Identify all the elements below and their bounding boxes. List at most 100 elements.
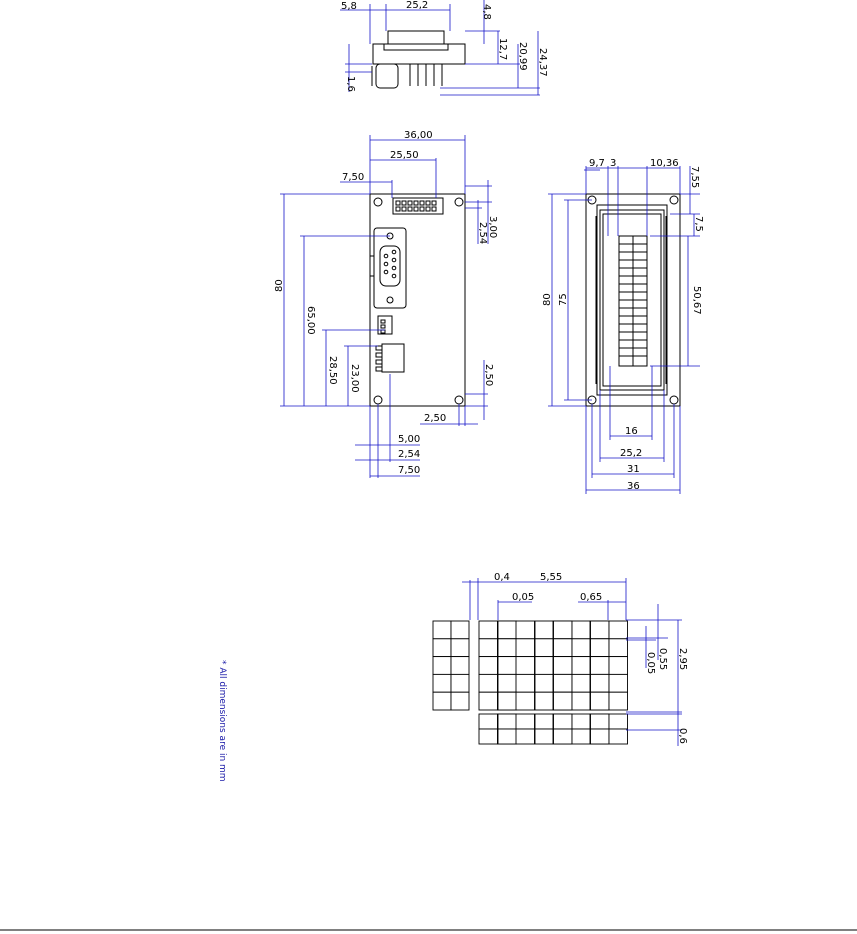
board-dim-label: 2,54 — [477, 222, 488, 244]
char-cell — [450, 656, 470, 675]
lcd-dim-label: 9,7 — [589, 158, 605, 169]
char-cell — [553, 673, 573, 693]
char-cell — [478, 638, 498, 658]
char-cell — [497, 713, 517, 730]
board-dim-label: 3,00 — [487, 216, 498, 238]
lcd-glass — [599, 209, 665, 391]
board-dim-label: 2,50 — [483, 364, 494, 386]
mount-hole — [454, 197, 464, 207]
char-dim-label: 0,05 — [512, 592, 534, 603]
char-cell — [534, 713, 554, 730]
char-cell — [534, 638, 554, 658]
side-dim-label: 25,2 — [406, 0, 428, 11]
side-dim-label: 4,8 — [481, 4, 492, 20]
char-cell — [432, 656, 452, 675]
char-cell — [450, 638, 470, 658]
board-dim-label: 28,50 — [327, 356, 338, 385]
char-cell — [571, 713, 591, 730]
lcd-view: 9,7 3 10,36 7,55 7,5 80 75 50,67 16 25,2… — [542, 158, 704, 494]
char-cell — [571, 673, 591, 693]
char-cell — [590, 713, 610, 730]
char-cell — [608, 691, 628, 711]
lcd-dim-label: 10,36 — [650, 158, 679, 169]
units-note: * All dimensions are in mm — [217, 660, 227, 782]
lcd-dim-label: 3 — [610, 158, 616, 169]
header-pins — [395, 200, 437, 212]
char-cell — [571, 728, 591, 745]
board-outline — [369, 193, 466, 407]
board-dim-label: 5,00 — [398, 434, 420, 445]
char-cell — [553, 638, 573, 658]
char-dim-label: 0,05 — [645, 652, 656, 674]
dsub-connector — [373, 227, 407, 309]
board-dim-label: 25,50 — [390, 150, 419, 161]
char-cell — [497, 656, 517, 675]
lcd-dim-label: 31 — [627, 464, 640, 475]
char-cell — [590, 728, 610, 745]
power-connector — [381, 343, 405, 373]
lcd-viewing-area — [602, 213, 662, 387]
board-dim-label: 23,00 — [349, 364, 360, 393]
lcd-dim-label: 25,2 — [620, 448, 642, 459]
lcd-bezel — [596, 204, 668, 396]
char-cell — [534, 620, 554, 640]
char-cell — [553, 691, 573, 711]
char-cell — [515, 620, 535, 640]
side-dim-label: 5,8 — [341, 1, 357, 12]
char-cell — [497, 691, 517, 711]
small-connector — [377, 315, 393, 335]
side-dsub — [375, 63, 399, 89]
char-cell — [432, 638, 452, 658]
board-dim-label: 36,00 — [404, 130, 433, 141]
char-cell — [534, 728, 554, 745]
char-cell — [608, 673, 628, 693]
char-cell — [515, 673, 535, 693]
board-dim-label: 2,54 — [398, 449, 420, 460]
char-cell — [553, 713, 573, 730]
lcd-board-outline — [585, 193, 681, 407]
char-dim-label: 5,55 — [540, 572, 562, 583]
lcd-mount-hole — [669, 195, 679, 205]
char-cell — [515, 691, 535, 711]
char-cell — [478, 656, 498, 675]
char-cell — [590, 691, 610, 711]
char-cell — [497, 728, 517, 745]
lcd-dim-label: 7,55 — [689, 166, 700, 188]
char-dim-label: 0,55 — [657, 648, 668, 670]
lcd-dim-label: 16 — [625, 426, 638, 437]
char-cell — [534, 656, 554, 675]
char-cell — [478, 728, 498, 745]
pin-header — [392, 197, 444, 215]
char-cell — [590, 620, 610, 640]
char-cell — [515, 728, 535, 745]
board-dim-label: 7,50 — [398, 465, 420, 476]
board-dim-label: 7,50 — [342, 172, 364, 183]
lcd-dim-label: 50,67 — [691, 286, 702, 315]
char-cell — [571, 656, 591, 675]
lcd-dim-label: 75 — [558, 293, 569, 306]
char-cell — [571, 691, 591, 711]
char-cell — [534, 673, 554, 693]
char-cell — [450, 620, 470, 640]
char-cell — [478, 691, 498, 711]
char-cell — [432, 691, 452, 711]
mount-hole — [373, 395, 383, 405]
char-cell — [590, 673, 610, 693]
side-connector-shell — [387, 30, 445, 45]
char-dim-label: 0,4 — [494, 572, 510, 583]
char-cell — [515, 713, 535, 730]
lcd-dim-label: 80 — [542, 293, 553, 306]
mount-hole — [373, 197, 383, 207]
side-dim-label: 20,99 — [517, 42, 528, 71]
char-cell — [590, 638, 610, 658]
board-dim-label: 65,00 — [305, 306, 316, 335]
char-cell — [608, 638, 628, 658]
lcd-dim-label: 7,5 — [693, 216, 704, 232]
side-dim-label: 12,7 — [497, 38, 508, 60]
lcd-dim-label: 36 — [627, 481, 640, 492]
char-dim-label: 2,95 — [677, 648, 688, 670]
char-cell — [608, 713, 628, 730]
char-cell — [450, 673, 470, 693]
char-grid — [432, 620, 628, 745]
char-cell — [608, 728, 628, 745]
